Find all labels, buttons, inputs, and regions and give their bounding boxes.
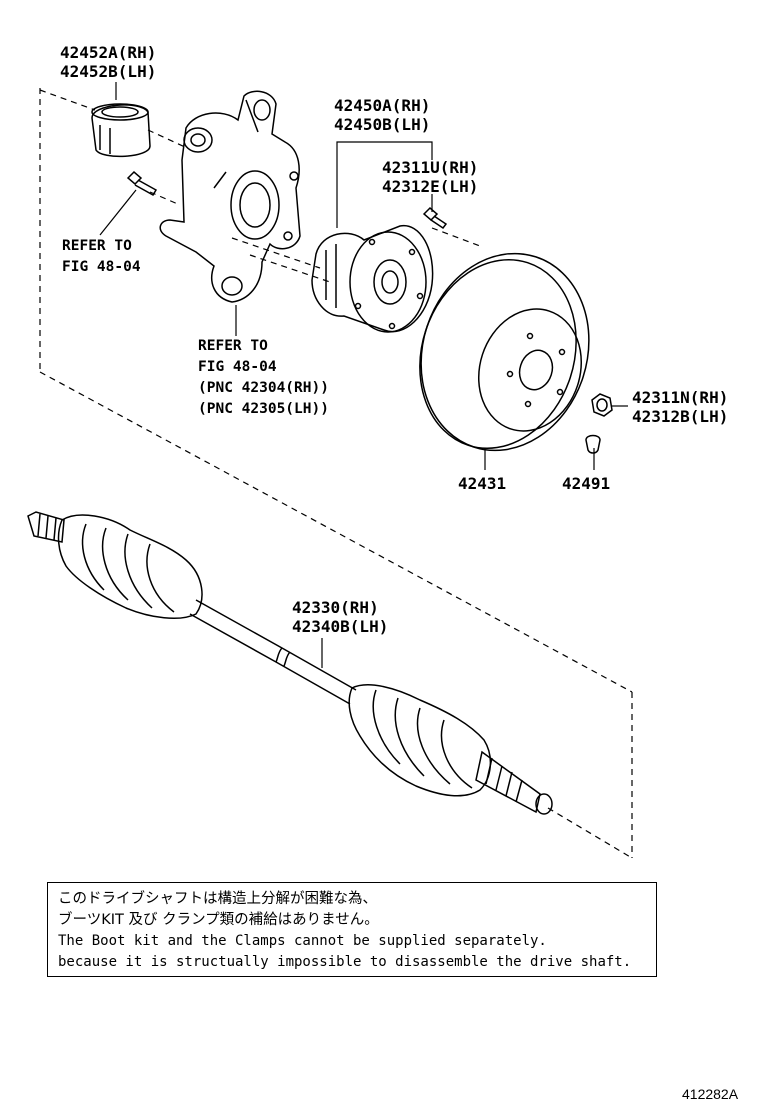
hub-part <box>311 224 434 333</box>
wheel-nut-part <box>591 393 613 417</box>
disc-part <box>419 252 590 452</box>
label-plug: 42491 <box>562 474 611 493</box>
label-wheel-nut: 42311N(RH) 42312B(LH) <box>632 388 729 426</box>
notice-jp-line-2: ブーツKIT 及び クランプ類の補給はありません。 <box>58 912 379 928</box>
label-knuckle-bolt-ref: REFER TO FIG 48-04 <box>62 238 141 275</box>
drive-shaft-part <box>27 511 553 815</box>
notice-en-line-2: because it is structually impossible to … <box>58 954 632 970</box>
label-shaft: 42330(RH) 42340B(LH) <box>292 598 389 636</box>
label-knuckle-ref: REFER TO FIG 48-04 (PNC 42304(RH)) (PNC … <box>198 338 329 417</box>
label-hub: 42450A(RH) 42450B(LH) <box>334 96 431 134</box>
notice-jp-line-1: このドライブシャフトは構造上分解が困難な為、 <box>58 891 377 907</box>
plug-part <box>585 434 601 454</box>
knuckle-bolt-part <box>126 170 158 197</box>
bearing-part <box>91 103 151 158</box>
notice-en-line-1: The Boot kit and the Clamps cannot be su… <box>58 933 547 949</box>
assembly-frame <box>39 88 633 859</box>
label-disc: 42431 <box>458 474 507 493</box>
hub-bolt-part <box>422 206 448 230</box>
knuckle-part <box>159 90 301 303</box>
leader-lines <box>99 82 628 668</box>
notice-box: このドライブシャフトは構造上分解が困難な為、 ブーツKIT 及び クランプ類の補… <box>47 882 657 977</box>
label-bearing: 42452A(RH) 42452B(LH) <box>60 43 157 81</box>
label-hub-bolt: 42311U(RH) 42312E(LH) <box>382 158 479 196</box>
figure-id: 412282A <box>682 1086 739 1102</box>
